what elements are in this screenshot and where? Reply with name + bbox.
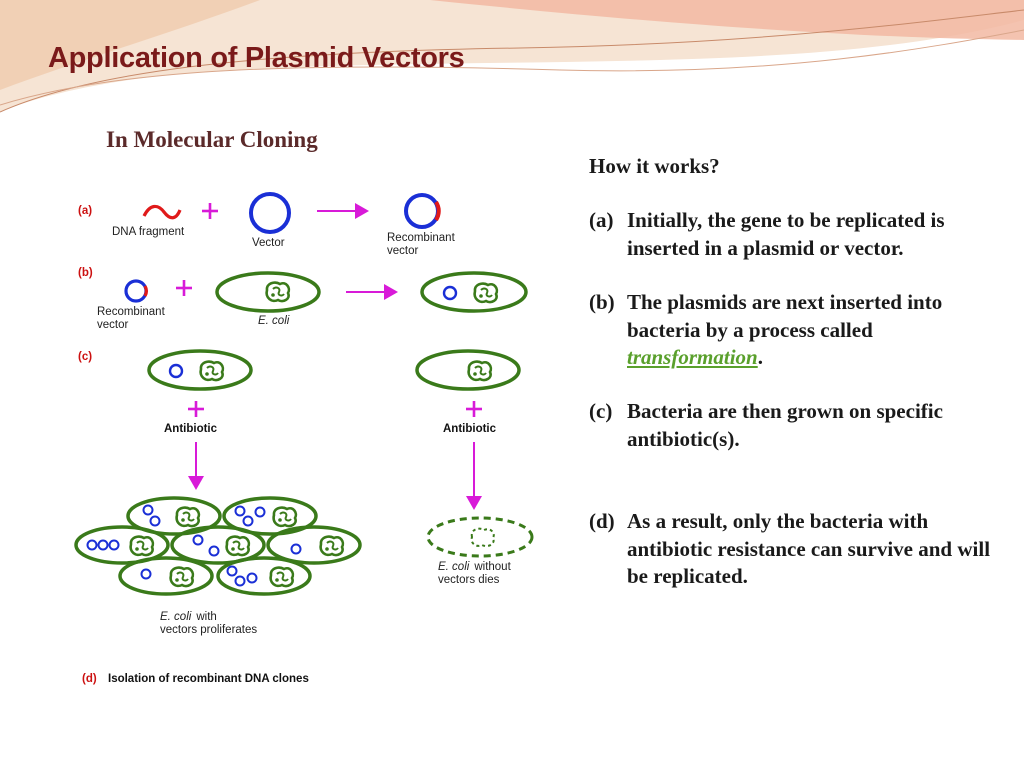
recombinant-plasmid-icon (124, 279, 148, 303)
ecoli-italic: E. coli (160, 611, 192, 623)
ecoli-italic: E. coli (438, 561, 470, 573)
ecoli-cell-icon (415, 349, 521, 391)
plus-icon (188, 401, 204, 417)
colony-cell (74, 525, 170, 565)
plasmid-icon (254, 506, 266, 518)
nucleoid-icon (467, 360, 493, 382)
plus-icon (176, 280, 192, 296)
step-b-text-post: . (757, 345, 763, 370)
plasmid-icon (142, 504, 154, 516)
transformation-link[interactable]: transformation (627, 345, 758, 370)
insert-marker-icon (434, 200, 441, 222)
explanation-heading: How it works? (589, 154, 720, 178)
plasmid-icon (234, 575, 246, 587)
colony-cell (126, 496, 222, 536)
nucleoid-icon (473, 282, 499, 304)
plasmid-icon (192, 534, 204, 546)
plasmid-icon (290, 543, 302, 555)
recombinant-plasmid-icon (404, 193, 440, 229)
nucleoid-icon (225, 535, 251, 557)
ecoli-with-caption-line2: vectors proliferates (160, 624, 257, 636)
step-a-text: Initially, the gene to be replicated is … (627, 208, 945, 260)
plasmid-icon (226, 565, 238, 577)
step-b-text-pre: The plasmids are next inserted into bact… (627, 290, 943, 342)
step-d-label: (d) (82, 673, 97, 685)
nucleoid-icon (129, 535, 155, 557)
step-c-item: (c) Bacteria are then grown on specific … (589, 398, 1009, 453)
nucleoid-icon (265, 281, 291, 303)
vector-label: Vector (252, 237, 285, 249)
plasmid-icon (140, 568, 152, 580)
plasmid-icon (168, 363, 184, 379)
recombinant-label: Recombinant (97, 306, 166, 318)
vector-word-label: vector (387, 245, 418, 257)
antibiotic-label-left: Antibiotic (164, 423, 218, 435)
dna-fragment-label: DNA fragment (112, 226, 185, 238)
transformed-cell-icon (420, 271, 528, 313)
plasmid-icon (208, 545, 220, 557)
step-c-marker: (c) (589, 399, 613, 424)
step-a-label: (a) (78, 205, 92, 217)
degraded-nucleoid-icon (470, 527, 495, 548)
slide-title: Application of Plasmid Vectors (48, 42, 465, 74)
antibiotic-label-right: Antibiotic (443, 423, 497, 435)
step-b-text: The plasmids are next inserted into bact… (627, 289, 1009, 371)
step-b-marker: (b) (589, 290, 615, 315)
plasmid-icon (97, 539, 109, 551)
plasmid-icon (149, 515, 161, 527)
step-c-text: Bacteria are then grown on specific anti… (627, 399, 943, 451)
nucleoid-icon (269, 566, 295, 588)
plasmid-icon (442, 285, 458, 301)
recombinant-label: Recombinant (387, 232, 456, 244)
colony-cell (216, 556, 312, 596)
step-c-label: (c) (78, 351, 92, 363)
vector-word-label: vector (97, 319, 128, 331)
nucleoid-icon (169, 566, 195, 588)
colony-cell (170, 525, 266, 565)
dna-fragment-icon (142, 204, 182, 220)
recombinant-word: Recombinant (387, 232, 456, 244)
cloning-diagram: (a) DNA fragment Vector Recombinant vect… (74, 192, 534, 685)
plasmid-icon (86, 539, 98, 551)
ecoli-label: E. coli (258, 315, 290, 327)
step-b-item: (b) The plasmids are next inserted into … (589, 289, 1009, 371)
colony-cell (118, 556, 214, 596)
plus-icon (202, 203, 218, 219)
vector-plasmid-icon (249, 192, 291, 234)
nucleoid-icon (319, 535, 345, 557)
ecoli-cell-icon (215, 271, 321, 313)
without-word: without (473, 561, 511, 573)
colony-cell (266, 525, 362, 565)
plasmid-icon (234, 505, 246, 517)
insert-marker-icon (143, 285, 148, 297)
step-d-item: (d) As a result, only the bacteria with … (589, 508, 1009, 590)
nucleoid-icon (199, 360, 225, 382)
step-a-marker: (a) (589, 208, 614, 233)
proliferating-colony (74, 496, 362, 596)
step-d-text: As a result, only the bacteria with anti… (627, 509, 991, 589)
explanation-panel: How it works? (a) Initially, the gene to… (589, 153, 1009, 590)
transformed-cell-icon (147, 349, 253, 391)
step-d-marker: (d) (589, 509, 615, 534)
header-swoosh-decoration (0, 0, 1024, 113)
nucleoid-icon (272, 506, 298, 528)
isolation-caption: Isolation of recombinant DNA clones (108, 673, 309, 685)
plasmid-icon (108, 539, 120, 551)
plasmid-icon (246, 572, 258, 584)
with-word: with (195, 611, 216, 623)
nucleoid-icon (175, 506, 201, 528)
step-b-label: (b) (78, 267, 93, 279)
dying-cell-icon (426, 516, 534, 558)
plus-icon (466, 401, 482, 417)
slide-subtitle: In Molecular Cloning (106, 127, 318, 152)
plasmid-icon (242, 515, 254, 527)
ecoli-without-caption-line2: vectors dies (438, 574, 500, 586)
step-a-item: (a) Initially, the gene to be replicated… (589, 207, 1009, 262)
colony-cell (222, 496, 318, 536)
